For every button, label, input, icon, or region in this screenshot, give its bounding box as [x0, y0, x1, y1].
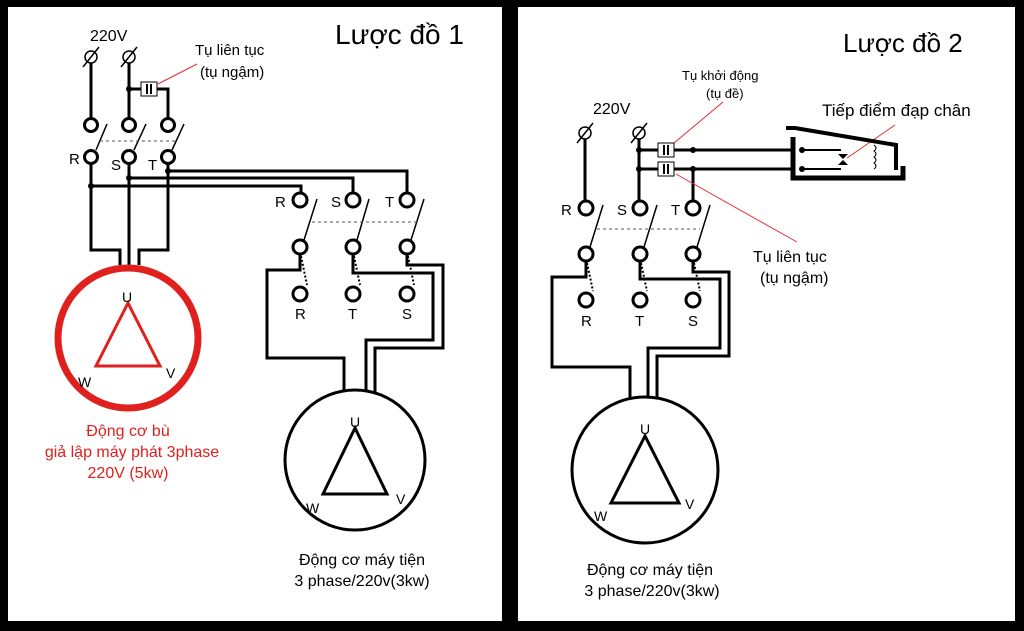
- caption-line: Động cơ máy tiện: [299, 552, 425, 569]
- switch2-out-t: T: [348, 306, 357, 323]
- supply-terminals: [82, 46, 138, 68]
- capacitor-label: Tụ liên tục: [195, 42, 265, 59]
- motor3-v: V: [685, 496, 695, 512]
- motor1-v: V: [166, 365, 176, 381]
- caption-line: giả lập máy phát 3phase: [45, 444, 219, 461]
- lathe-motor-2-caption: Động cơ máy tiện 3 phase/220v(3kw): [584, 562, 719, 600]
- panel-diagram-2: Lược đồ 2 Tụ khởi động (tụ đề) 220V Tiếp…: [518, 7, 1015, 621]
- lathe-motor-1: U W V: [283, 388, 427, 532]
- foot-pedal-label: Tiếp điểm đạp chân: [822, 101, 971, 120]
- caption-line: 220V (5kw): [88, 465, 169, 482]
- panel-diagram-1: Lược đồ 1 220V Tụ liên tục (tụ ngậm) R S…: [8, 7, 502, 621]
- switch3-out-s: S: [688, 313, 698, 330]
- switch3-out-r: R: [581, 313, 592, 330]
- switch3-label-s: S: [617, 202, 627, 219]
- panel-1-title: Lược đồ 1: [335, 19, 464, 50]
- main-switch-1: R S T: [69, 117, 185, 174]
- switch1-label-s: S: [111, 157, 121, 174]
- switch2-label-r: R: [275, 194, 286, 211]
- switch2-label-t: T: [385, 194, 394, 211]
- lathe-motor-1-caption: Động cơ máy tiện 3 phase/220v(3kw): [294, 552, 429, 590]
- run-capacitor-icon-2: [657, 161, 675, 177]
- caption-line: 3 phase/220v(3kw): [294, 573, 429, 590]
- motor3-w: W: [594, 508, 608, 524]
- motor2-v: V: [396, 491, 406, 507]
- motor1-u: U: [122, 289, 132, 305]
- supply-voltage-label: 220V: [90, 28, 128, 45]
- motor2-u: U: [350, 414, 360, 430]
- switch2-label-s: S: [331, 194, 341, 211]
- start-capacitor-icon: [657, 142, 675, 158]
- compensating-motor-caption: Động cơ bù giả lập máy phát 3phase 220V …: [45, 423, 219, 482]
- switch2-out-r: R: [295, 306, 306, 323]
- capacitor-label-sub: (tụ ngậm): [200, 64, 264, 81]
- main-switch-2: R S T R T S: [275, 191, 425, 323]
- motor3-u: U: [640, 421, 650, 437]
- start-capacitor-label-sub: (tụ đề): [706, 86, 744, 101]
- compensating-motor: U W V: [54, 264, 202, 412]
- run-capacitor-icon: [140, 81, 158, 97]
- switch3-out-t: T: [635, 313, 644, 330]
- lathe-motor-2: U W V: [570, 395, 720, 545]
- motor2-w: W: [306, 500, 320, 516]
- start-capacitor-label: Tụ khởi động: [682, 68, 758, 83]
- switch3-label-r: R: [561, 202, 572, 219]
- run-capacitor-label-2-sub: (tụ ngậm): [760, 270, 828, 287]
- switch1-label-t: T: [148, 157, 157, 174]
- foot-pedal-switch-icon: [786, 126, 906, 181]
- switch1-label-r: R: [69, 151, 80, 168]
- supply-voltage-label-2: 220V: [593, 101, 631, 118]
- main-switch-3: R S T R T S: [561, 199, 711, 330]
- switch2-out-s: S: [402, 306, 412, 323]
- caption-line: Động cơ máy tiện: [587, 562, 713, 579]
- caption-line: 3 phase/220v(3kw): [584, 583, 719, 600]
- caption-line: Động cơ bù: [86, 423, 169, 440]
- motor1-w: W: [78, 374, 92, 390]
- run-capacitor-label-2: Tụ liên tục: [753, 249, 827, 266]
- panel-2-title: Lược đồ 2: [843, 28, 963, 58]
- switch3-label-t: T: [671, 202, 680, 219]
